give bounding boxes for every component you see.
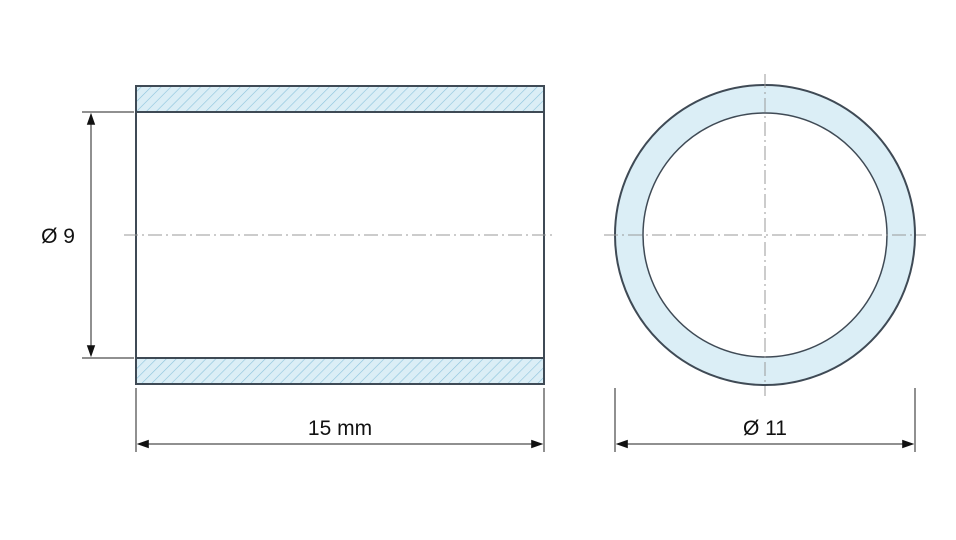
length-label: 15 mm bbox=[308, 417, 372, 440]
inner-diameter-dimension: Ø 9 bbox=[41, 111, 134, 359]
side-section-view bbox=[124, 85, 556, 385]
length-dimension: 15 mm bbox=[135, 388, 545, 452]
outer-diameter-dimension: Ø 11 bbox=[614, 388, 916, 452]
bottom-wall-hatched bbox=[136, 358, 544, 384]
outer-diameter-label: Ø 11 bbox=[743, 417, 787, 440]
end-view bbox=[604, 74, 926, 396]
inner-diameter-label: Ø 9 bbox=[41, 225, 75, 248]
top-wall-hatched bbox=[136, 86, 544, 112]
